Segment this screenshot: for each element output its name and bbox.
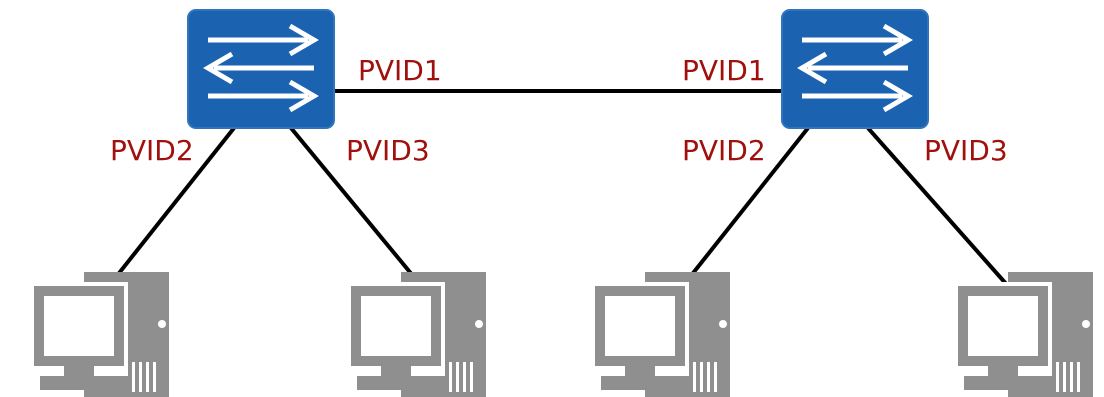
desktop-computer-icon[interactable] [591,272,730,397]
sw2-access-port-label-right: PVID3 [924,134,1008,167]
network-switch-icon[interactable] [188,10,334,128]
sw1-uplink-port-label: PVID1 [358,54,442,87]
links [110,89,1010,290]
desktop-computer-icon[interactable] [954,272,1093,397]
sw2-uplink-port-label: PVID1 [682,54,766,87]
desktop-computer-icon[interactable] [30,272,169,397]
access-link-pc4 [866,126,1010,288]
desktop-computer-icon[interactable] [347,272,486,397]
sw2-access-port-label-left: PVID2 [682,134,766,167]
access-link-pc1 [110,126,236,284]
sw1-access-port-label-right: PVID3 [346,134,430,167]
network-switch-icon[interactable] [782,10,928,128]
access-link-pc2 [289,126,425,290]
sw1-access-port-label-left: PVID2 [110,134,194,167]
access-link-pc3 [684,126,810,284]
